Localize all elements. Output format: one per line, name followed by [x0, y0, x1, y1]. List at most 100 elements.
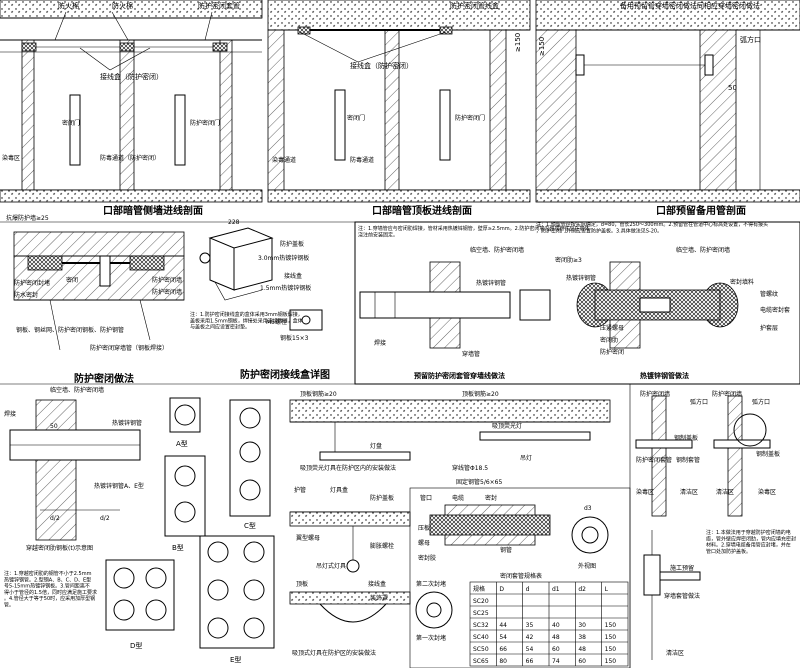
detail-e-label-1: 灯盘: [370, 442, 382, 450]
reserve-note-top: 备用预留管穿墙密闭做法同相应穿墙密闭做法: [620, 1, 760, 10]
table-cell: 66: [499, 646, 507, 653]
detail-g-label-14: 穿墙套管做法: [664, 592, 700, 600]
detail-a-title: 防护密闭做法: [74, 372, 134, 385]
table-cell: SC50: [473, 646, 489, 653]
detail-f-label-6: 螺母: [418, 539, 430, 547]
p1-room-mid-label: 防毒通道（防护密闭）: [100, 154, 160, 162]
detail-g-label-1: 防护密闭墙: [640, 390, 670, 398]
detail-e-label-11: 吊灯式灯具: [316, 562, 346, 570]
detail-d-label-3: 焊接: [4, 410, 16, 418]
shape-c-label: C型: [244, 521, 256, 530]
detail-b-junction-box: 228 3.0mm热镀锌钢板 1.5mm热镀锌钢板 防护盖板 接线盒 M5螺栓 …: [190, 219, 330, 381]
table-cell: 44: [499, 622, 507, 629]
detail-f-label-1: 管口: [420, 494, 432, 502]
detail-e-label-8: 灯具盒: [330, 486, 348, 494]
detail-g-label-9: 清洁区: [716, 488, 734, 496]
panel-2-title: 口部暗管顶板进线剖面: [372, 204, 472, 217]
detail-a-bottom-label-2: 防护密闭穿墙管（钢板焊接）: [90, 344, 168, 352]
detail-f-label-2: 电缆: [452, 494, 464, 502]
detail-c-label-left: 焊接: [374, 339, 386, 347]
detail-b-label-2: 接线盒: [284, 272, 302, 280]
panel-2-roof-slab-section: 防护密闭管线盒 ≥150 接线盒（防护密闭） 密闭门 防护密闭门 染毒通道 防毒…: [267, 0, 531, 217]
p2-door-left-label: 密闭门: [347, 114, 365, 122]
table-cell: 74: [552, 658, 560, 665]
shape-a-label: A型: [176, 439, 188, 448]
panel-1-side-wall-section: 防火棉 防火棉 防护密闭套管 接线盒（防护密闭） 密闭门 防护密闭门 染毒区 防…: [0, 0, 263, 217]
p3-dim-label: ≥150: [538, 37, 546, 56]
detail-d-dim-2: d/2: [50, 515, 60, 522]
detail-e-label-2: 吸顶荧光灯具在防护区内的安装做法: [300, 464, 396, 472]
detail-b-dim-plate: 钢板15×3: [280, 334, 309, 342]
table-header-cell: d: [526, 586, 530, 593]
detail-f-label-11: 第一次封堵: [416, 634, 446, 642]
detail-g-note: 注：1.本做法用于穿越防护密闭墙的电缆，管外壁应焊密闭肋，管内应填充密封材料。2…: [706, 529, 796, 555]
shape-e-label: E型: [230, 655, 241, 664]
p2-dim-label: ≥150: [514, 33, 522, 52]
detail-d-bottom-label: 穿越密闭肋钢板(t)示意图: [26, 544, 93, 552]
detail-f-label-8: d3: [584, 505, 592, 512]
detail-g-label-6: 钢制套管: [676, 456, 700, 464]
table-cell: 150: [605, 634, 617, 641]
table-cell: 60: [578, 658, 586, 665]
panel-3-reserve-pipe-section: 备用预留管穿墙密闭做法同相应穿墙密闭做法 ≥150 弧方口 50 口部预留备用管…: [535, 0, 800, 217]
shape-b-label: B型: [172, 543, 184, 552]
p2-junction-box-label: 接线盒（防护密闭）: [350, 61, 413, 70]
detail-a-label-3: 防护密闭墙: [152, 276, 182, 284]
sleeve-label-1: 防护密闭套管: [198, 1, 240, 10]
detail-g-label-12: 钢制盖板: [756, 450, 780, 458]
p1-junction-box-label: 接线盒（防护密闭）: [100, 72, 163, 81]
table-cell: 40: [552, 622, 560, 629]
p1-room-left-label: 染毒区: [2, 154, 20, 162]
detail-a-label-5: 密闭: [66, 276, 78, 284]
detail-e-label-10: 翼型螺母: [296, 534, 320, 542]
detail-g-label-10: 染毒区: [758, 488, 776, 496]
detail-b-dim-base: 1.5mm热镀锌钢板: [260, 284, 311, 292]
detail-e-label-13: 顶板: [296, 580, 308, 588]
detail-e-label-7: 护管: [294, 486, 306, 494]
table-cell: SC40: [473, 634, 489, 641]
detail-c-label-6: 密闭肋: [600, 336, 618, 344]
p2-room-left-label: 染毒通道: [272, 156, 296, 164]
table-cell: 54: [499, 634, 507, 641]
table-cell: SC20: [473, 598, 489, 605]
fire-cotton-label-2: 防火棉: [112, 1, 133, 10]
sleeve-label-2: 防护密闭管线盒: [450, 1, 499, 10]
detail-b-note: 注：1.防护密闭接线盒的盒体采用3mm钢板焊接，盖板采用1.5mm钢板，焊接处采…: [190, 311, 303, 331]
table-header-cell: 规格: [473, 585, 485, 593]
detail-d-dim-1: 50: [50, 423, 58, 430]
detail-d-label-4: 热镀锌钢管A、E型: [94, 482, 144, 490]
detail-f-label-4: 压板: [418, 524, 430, 532]
detail-e-lamp-install: 顶板钢筋≥20 顶板钢筋≥20 灯盘 吸顶荧光灯具在防护区内的安装做法 吸顶荧光…: [289, 390, 611, 657]
detail-g-label-5: 防护密闭套管: [636, 456, 672, 464]
panel-3-title: 口部预留备用管剖面: [656, 204, 746, 217]
detail-g-label-4: 弧方口: [752, 398, 770, 406]
p3-note: 注：1.预留管径按实际确定，d=80，管长250～300mm。2.预留管在管道中…: [536, 221, 768, 234]
fire-cotton-label-1: 防火棉: [58, 1, 79, 10]
table-header-cell: L: [605, 586, 609, 593]
detail-f-label-5: 钢管: [500, 546, 512, 554]
detail-a-label-top: 抗爆防护墙≥25: [6, 214, 49, 222]
detail-a-label-2: 防水密封: [14, 291, 38, 299]
detail-c-label-2: 密闭肋≥3: [555, 256, 582, 264]
detail-c-note: 注：1.穿墙管应与密闭肋焊接，管材采用热镀锌钢管，壁厚≥2.5mm。2.防护密闭…: [358, 225, 589, 238]
detail-e-label-3: 吸顶荧光灯: [492, 422, 522, 430]
table-cell: SC32: [473, 622, 489, 629]
detail-f-cable-gland: 管口 电缆 密封 压板 钢管 螺母 密封胶 d3 外视图 第二次封堵 第一次封堵…: [409, 487, 631, 668]
detail-c-label-wall: 穿墙管: [462, 350, 480, 358]
p1-door-right-label: 防护密闭门: [190, 119, 220, 127]
detail-b-dim-top: 228: [228, 219, 240, 226]
table-cell: 150: [605, 658, 617, 665]
detail-c-label-4: 热镀锌钢管: [566, 274, 596, 282]
detail-c-label-1: 临空墙、防护密闭墙: [470, 246, 524, 254]
detail-g-label-2: 弧方口: [690, 398, 708, 406]
detail-c-label-11: 护套层: [760, 324, 778, 332]
table-cell: 38: [578, 634, 586, 641]
detail-a-label-4: 防护密闭墙: [152, 288, 182, 296]
table-cell: 42: [526, 634, 534, 641]
detail-c-hot-dip-pipe: 注：1.穿墙管应与密闭肋焊接，管材采用热镀锌钢管，壁厚≥2.5mm。2.防护密闭…: [354, 221, 800, 385]
detail-e-label-top-1: 顶板钢筋≥20: [300, 390, 337, 398]
table-cell: 66: [526, 658, 534, 665]
detail-g-label-13: 施工预留: [670, 564, 694, 572]
p1-door-left-label: 密闭门: [62, 119, 80, 127]
p3-label-b: 50: [728, 84, 737, 92]
